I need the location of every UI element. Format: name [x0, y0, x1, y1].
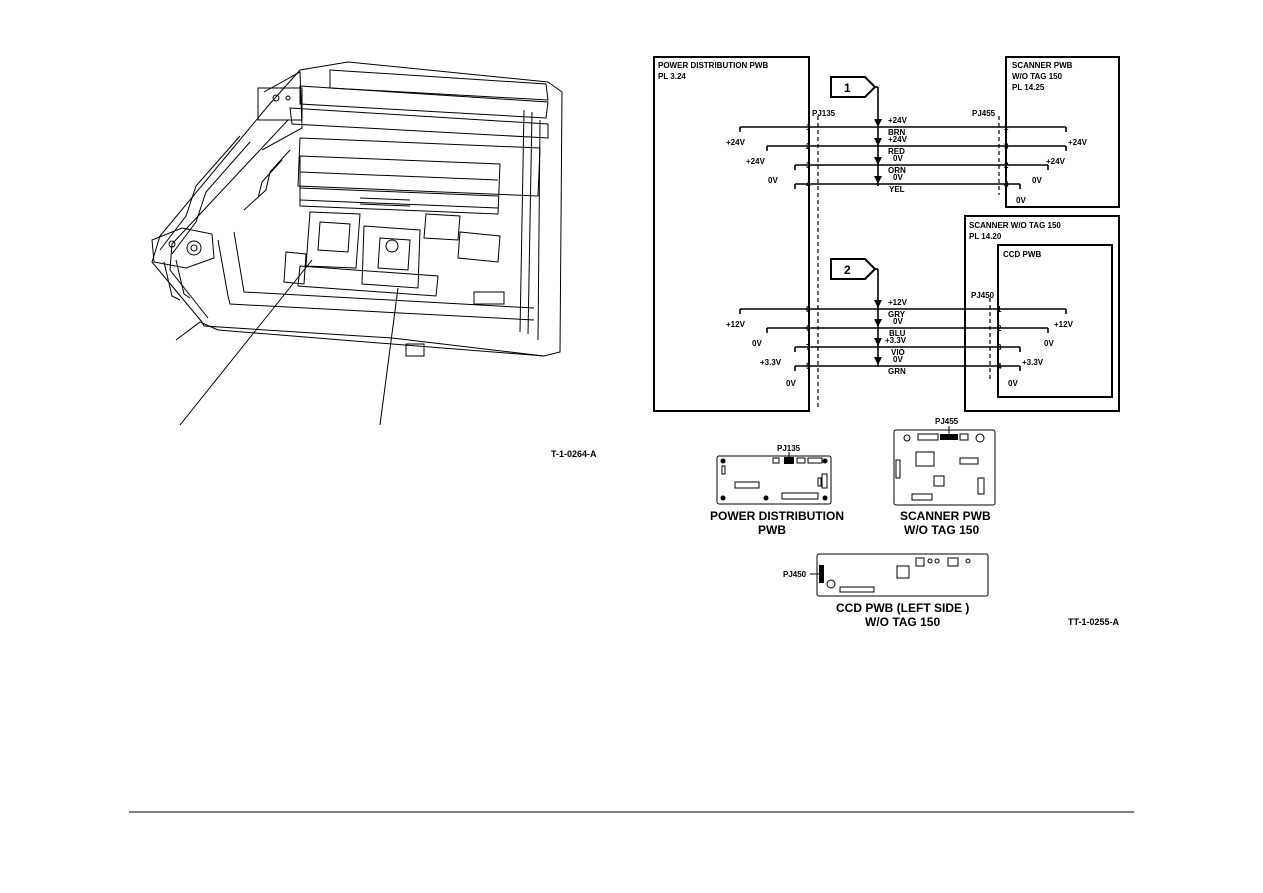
wire-top-label: +24V: [888, 116, 908, 125]
scanner-assembly-title: SCANNER W/O TAG 150: [969, 221, 1061, 230]
flag-2-number: 2: [844, 263, 851, 277]
right-ref-label: +24V: [1068, 138, 1088, 147]
wire-color-label: GRY: [888, 310, 906, 319]
right-pin: 4: [1004, 180, 1009, 189]
wire-color-label: YEL: [889, 185, 905, 194]
power-distribution-board: [716, 452, 832, 505]
scanner-pwb-box: [1005, 56, 1120, 208]
left-ref-label: 0V: [768, 176, 778, 185]
scanner-box-pl: PL 14.25: [1012, 83, 1045, 92]
wire-top-label: 0V: [893, 154, 903, 163]
ccd-pwb-title: CCD PWB: [1003, 250, 1041, 259]
left-pin: 5: [806, 362, 811, 371]
right-ref-label: +3.3V: [1022, 358, 1044, 367]
wire-top-label: 0V: [893, 173, 903, 182]
wire-color-label: BRN: [888, 128, 906, 137]
wire-color-label: RED: [888, 147, 905, 156]
left-pin: 6: [806, 324, 811, 333]
power-box-pl: PL 3.24: [658, 72, 686, 81]
right-figure-ref: TT-1-0255-A: [1068, 617, 1120, 627]
left-pin: 7: [806, 343, 811, 352]
ccd-board: [810, 553, 989, 597]
left-ref-label: +24V: [746, 157, 766, 166]
left-ref-label: 0V: [786, 379, 796, 388]
scanner-assembly-pl: PL 14.20: [969, 232, 1002, 241]
left-pin: 1: [806, 123, 811, 132]
wire-top-label: 0V: [893, 355, 903, 364]
right-pin: 1: [1004, 123, 1009, 132]
left-ref-label: 0V: [752, 339, 762, 348]
scanner-board: [893, 426, 996, 506]
scanner-assembly-box: [964, 215, 1120, 412]
right-ref-label: +12V: [1054, 320, 1074, 329]
right-ref-label: 0V: [1044, 339, 1054, 348]
left-ref-label: +3.3V: [760, 358, 782, 367]
right-pin: 2: [997, 324, 1002, 333]
ccd-board-connector-label: PJ450: [783, 570, 807, 579]
scanner-box-title-2: W/O TAG 150: [1012, 72, 1063, 81]
power-board-caption-1: POWER DISTRIBUTION: [710, 509, 844, 523]
wire-top-label: 0V: [893, 317, 903, 326]
wire-color-label: BLU: [889, 329, 906, 338]
wire-top-label: +12V: [888, 298, 908, 307]
left-ref-label: +24V: [726, 138, 746, 147]
group1-labels: +24V BRN +24V RED 0V ORN 0V YEL 1 2 3 4 …: [726, 116, 1088, 205]
right-ref-label: 0V: [1008, 379, 1018, 388]
power-box-title: POWER DISTRIBUTION PWB: [658, 61, 768, 70]
power-distribution-box: [653, 56, 810, 412]
wire-color-label: GRN: [888, 367, 906, 376]
scanner-board-connector-label: PJ455: [935, 417, 959, 426]
power-board-connector-label: PJ135: [777, 444, 801, 453]
scanner-box-title-1: SCANNER PWB: [1012, 61, 1073, 70]
flag-2: [830, 258, 879, 367]
wire-top-label: +24V: [888, 135, 908, 144]
right-pin: 2: [1004, 161, 1009, 170]
right-pin: 3: [997, 343, 1002, 352]
right-pin: 3: [1004, 142, 1009, 151]
wire-color-label: ORN: [888, 166, 906, 175]
wire-top-label: +3.3V: [885, 336, 907, 345]
left-pin: 2: [806, 142, 811, 151]
right-ref-label: 0V: [1016, 196, 1026, 205]
pj455-connector-mark: [940, 434, 958, 440]
wiring-diagram: [653, 56, 1120, 412]
pj450-label: PJ450: [971, 291, 995, 300]
pj450-connector-mark: [819, 565, 824, 583]
flag-arrows: [874, 119, 882, 365]
wire-color-label: VIO: [891, 348, 905, 357]
left-pin: 4: [806, 180, 811, 189]
ccd-board-caption-2: W/O TAG 150: [865, 615, 940, 629]
machine-illustration: [151, 61, 563, 426]
left-pin: 8: [806, 305, 811, 314]
pj135-connector-mark: [784, 457, 794, 464]
group2-labels: +12V GRY 0V BLU +3.3V VIO 0V GRN 8 6 7 5…: [726, 298, 1074, 388]
scanner-board-caption-2: W/O TAG 150: [904, 523, 979, 537]
ccd-board-caption-1: CCD PWB (LEFT SIDE ): [836, 601, 969, 615]
right-pin: 4: [997, 362, 1002, 371]
left-figure-ref: T-1-0264-A: [551, 449, 597, 459]
pj135-label: PJ135: [812, 109, 836, 118]
ccd-pwb-box: [997, 244, 1113, 398]
right-ref-label: +24V: [1046, 157, 1066, 166]
flag-1: [830, 76, 879, 186]
left-ref-label: +12V: [726, 320, 746, 329]
power-board-caption-2: PWB: [758, 523, 786, 537]
flag-1-number: 1: [844, 81, 851, 95]
scanner-board-caption-1: SCANNER PWB: [900, 509, 991, 523]
pj455-label: PJ455: [972, 109, 996, 118]
right-ref-label: 0V: [1032, 176, 1042, 185]
right-pin: 1: [997, 305, 1002, 314]
left-pin: 3: [806, 161, 811, 170]
